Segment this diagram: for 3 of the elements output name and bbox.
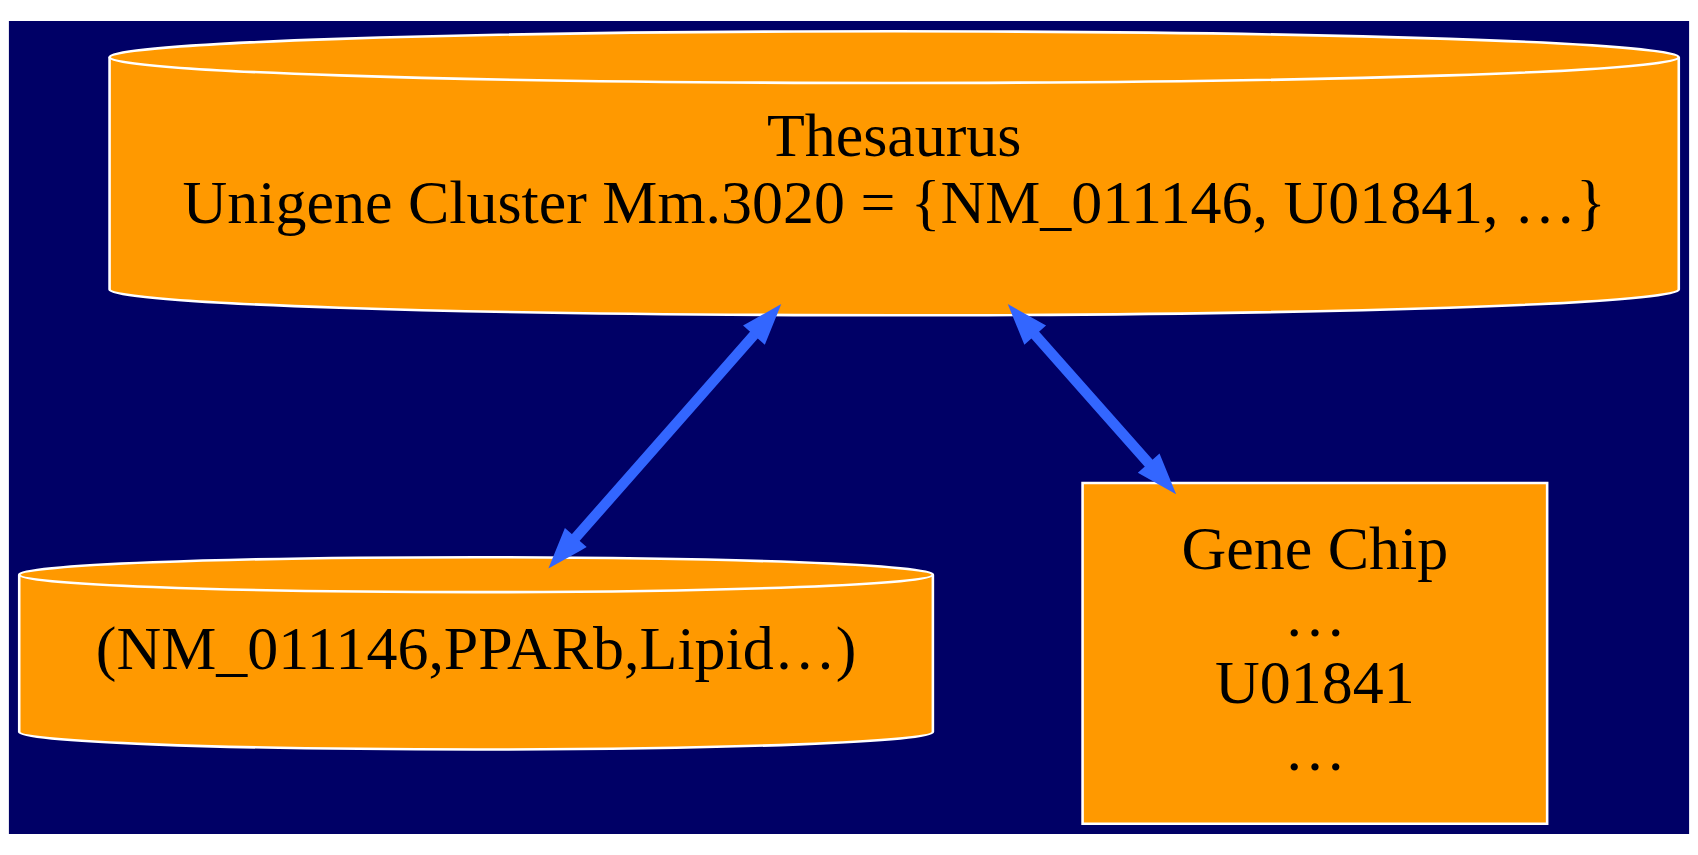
arrow [548,304,782,569]
arrow [1007,304,1177,495]
node-box: Gene Chip … U01841 … [1081,481,1549,825]
